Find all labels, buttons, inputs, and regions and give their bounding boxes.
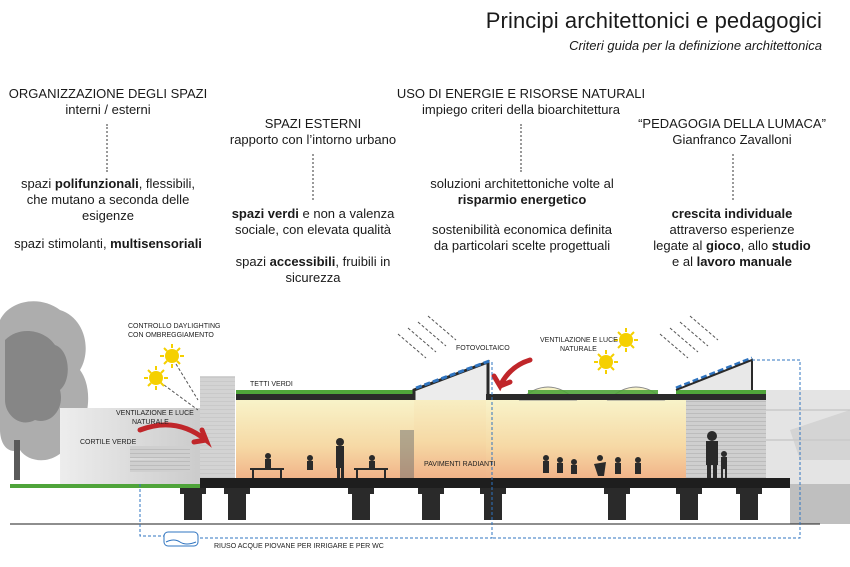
interior-room-right bbox=[486, 400, 686, 484]
label-tetti: TETTI VERDI bbox=[250, 381, 293, 388]
ventilation-arrow-right bbox=[491, 357, 533, 392]
column-pedagogia: “PEDAGOGIA DELLA LUMACA” Gianfranco Zava… bbox=[628, 116, 836, 148]
column-subheading: interni / esterni bbox=[65, 102, 151, 117]
label-vent-right-1: VENTILAZIONE E LUCE bbox=[540, 337, 618, 344]
label-daylight-2: CON OMBREGGIAMENTO bbox=[128, 332, 214, 339]
label-vent-left-1: VENTILAZIONE E LUCE bbox=[116, 410, 194, 417]
column-spazi-esterni: SPAZI ESTERNI rapporto con l’intorno urb… bbox=[208, 116, 418, 148]
column-heading: ORGANIZZAZIONE DEGLI SPAZI bbox=[8, 86, 208, 101]
text: attraverso esperienze legate al bbox=[653, 222, 795, 253]
label-cortile: CORTILE VERDE bbox=[80, 439, 137, 446]
dotted-connector bbox=[106, 124, 108, 172]
bold-text: multisensoriali bbox=[110, 236, 202, 251]
label-fotovoltaico: FOTOVOLTAICO bbox=[456, 345, 510, 352]
dotted-connector bbox=[520, 124, 522, 172]
page-title: Principi architettonici e pedagogici bbox=[485, 8, 822, 33]
bold-text: studio bbox=[771, 238, 811, 253]
bold-text: gioco bbox=[706, 238, 741, 253]
column-energie: USO DI ENERGIE E RISORSE NATURALI impieg… bbox=[392, 86, 650, 118]
text: spazi stimolanti, bbox=[14, 236, 111, 251]
sun-rays bbox=[159, 315, 719, 411]
label-vent-left-2: NATURALE bbox=[132, 419, 169, 426]
sun-icon bbox=[614, 328, 638, 352]
text: , fruibili in sicurezza bbox=[285, 254, 391, 285]
ground-grass bbox=[10, 484, 200, 488]
text: e non a valenza sociale, con elevata qua… bbox=[234, 206, 395, 237]
column-subheading: rapporto con l’intorno urbano bbox=[229, 132, 397, 147]
building-section-drawing: CONTROLLO DAYLIGHTING CON OMBREGGIAMENTO… bbox=[0, 298, 850, 550]
text: soluzioni architettoniche volte al bbox=[430, 176, 614, 191]
text: , allo bbox=[740, 238, 772, 253]
page-subtitle: Criteri guida per la definizione archite… bbox=[569, 38, 822, 53]
solar-panel-right bbox=[675, 356, 753, 390]
rainwater-tank bbox=[163, 531, 199, 547]
dotted-connector bbox=[312, 154, 314, 200]
label-daylight-1: CONTROLLO DAYLIGHTING bbox=[128, 323, 220, 330]
column-spazi-esterni-body: spazi verdi e non a valenza sociale, con… bbox=[224, 206, 402, 286]
label-pavimenti: PAVIMENTI RADIANTI bbox=[424, 461, 495, 468]
column-pedagogia-body: crescita individuale attraverso esperien… bbox=[652, 206, 812, 270]
text: spazi bbox=[235, 254, 270, 269]
rainwater-pipe bbox=[139, 359, 801, 540]
label-vent-right-2: NATURALE bbox=[560, 346, 597, 353]
foundations bbox=[180, 484, 850, 524]
column-heading: USO DI ENERGIE E RISORSE NATURALI bbox=[396, 86, 646, 101]
bold-text: lavoro manuale bbox=[696, 254, 792, 269]
column-organizzazione: ORGANIZZAZIONE DEGLI SPAZI interni / est… bbox=[8, 86, 208, 118]
bold-text: polifunzionali bbox=[54, 176, 139, 191]
sun-icon bbox=[144, 366, 168, 390]
text: spazi bbox=[20, 176, 55, 191]
text: sostenibilità economica definita da part… bbox=[432, 222, 612, 253]
bold-text: accessibili bbox=[269, 254, 336, 269]
dotted-connector bbox=[732, 154, 734, 200]
bold-text: crescita individuale bbox=[671, 206, 793, 221]
text: e al bbox=[672, 254, 697, 269]
column-organizzazione-body: spazi polifunzionali, flessibili, che mu… bbox=[14, 176, 202, 252]
interior-room-mid bbox=[414, 390, 486, 484]
bold-text: spazi verdi bbox=[231, 206, 299, 221]
courtyard-hatch bbox=[130, 446, 190, 472]
people-silhouettes bbox=[250, 431, 727, 481]
column-heading: “PEDAGOGIA DELLA LUMACA” bbox=[638, 116, 826, 131]
column-energie-body: soluzioni architettoniche volte al rispa… bbox=[424, 176, 620, 254]
text: , flessibili, che mutano a seconda delle… bbox=[26, 176, 196, 223]
column-subheading: Gianfranco Zavalloni bbox=[672, 132, 792, 147]
sun-icon bbox=[594, 350, 618, 374]
bold-text: risparmio energetico bbox=[457, 192, 587, 207]
sun-icon bbox=[160, 344, 184, 368]
floor-slab bbox=[200, 478, 790, 488]
solar-panel-left bbox=[415, 358, 493, 390]
column-heading: SPAZI ESTERNI bbox=[264, 116, 362, 131]
ventilation-arrow-left bbox=[137, 422, 212, 448]
column-subheading: impiego criteri della bioarchitettura bbox=[422, 102, 620, 117]
interior-room-left bbox=[236, 400, 414, 484]
label-riuso: RIUSO ACQUE PIOVANE PER IRRIGARE E PER W… bbox=[214, 543, 384, 550]
